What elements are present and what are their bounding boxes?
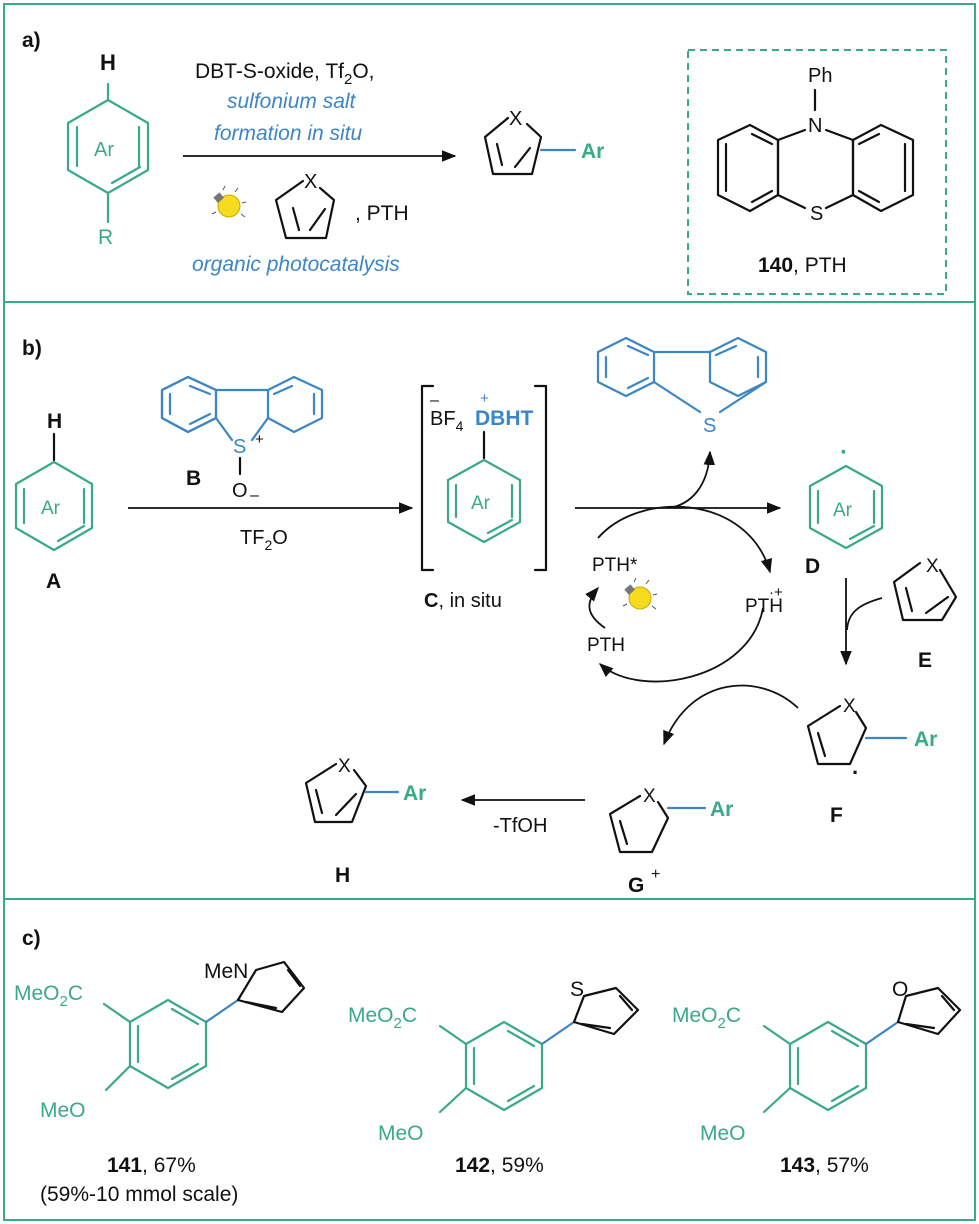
svg-text:MeO: MeO: [700, 1122, 746, 1145]
svg-text:(59%-10 mmol scale): (59%-10 mmol scale): [40, 1183, 238, 1206]
substrate-Ar: Ar: [94, 139, 114, 161]
svg-text:C, in situ: C, in situ: [424, 590, 502, 612]
svg-text:140, PTH: 140, PTH: [758, 254, 847, 277]
svg-text:B: B: [186, 467, 201, 490]
svg-text:MeO2C: MeO2C: [672, 1004, 741, 1032]
step-D-to-F: [840, 578, 883, 666]
svg-text:142, 59%: 142, 59%: [455, 1154, 544, 1177]
svg-text:Ar: Ar: [710, 798, 733, 821]
svg-text:MeO2C: MeO2C: [348, 1004, 417, 1032]
svg-text:MeO: MeO: [378, 1122, 424, 1145]
svg-text:BF4: BF4: [430, 408, 464, 434]
light-bulb-icon: [211, 185, 247, 218]
svg-text:F: F: [830, 804, 843, 827]
svg-text:Ar: Ar: [471, 493, 491, 514]
svg-text:143, 57%: 143, 57%: [780, 1154, 869, 1177]
dibenzothiophene: S: [596, 336, 768, 437]
svg-text:A: A: [46, 570, 61, 593]
svg-text:141, 67%: 141, 67%: [107, 1154, 196, 1177]
product-142: S MeO2C MeO 142, 59%: [348, 978, 640, 1177]
svg-text:H: H: [335, 864, 350, 887]
svg-text:+: +: [480, 390, 489, 407]
svg-text:PTH: PTH: [587, 635, 625, 656]
substrate-H: H: [100, 50, 116, 75]
svg-text:X: X: [643, 786, 656, 807]
svg-text:Ar: Ar: [914, 728, 937, 751]
svg-text:TF2O: TF2O: [240, 527, 288, 553]
svg-text:MeO: MeO: [40, 1099, 86, 1122]
catalyst-box: [687, 49, 947, 295]
svg-text:X: X: [509, 108, 522, 130]
svg-text:H: H: [47, 410, 62, 433]
reagent-line-1: DBT-S-oxide, Tf2O,: [195, 60, 375, 88]
svg-text:X: X: [338, 756, 351, 777]
svg-text:X: X: [843, 696, 856, 717]
svg-text:PTH*: PTH*: [592, 555, 638, 576]
step-C-to-D: [575, 450, 782, 514]
svg-text:Ar: Ar: [403, 782, 426, 805]
svg-text:S: S: [233, 436, 246, 458]
svg-text:·: ·: [840, 439, 848, 466]
photocatalytic-cycle: PTH* PTH PTH·+: [585, 505, 783, 683]
svg-text:X: X: [304, 171, 317, 193]
step-A-to-C: TF2O: [128, 502, 414, 553]
svg-text:G: G: [628, 874, 644, 897]
italic-line-1: sulfonium salt: [227, 90, 357, 113]
svg-text:Ar: Ar: [833, 500, 853, 521]
svg-text:DBHT: DBHT: [475, 407, 533, 430]
light-bulb-icon: [622, 577, 658, 610]
product-143: O MeO2C MeO 143, 57%: [672, 978, 962, 1177]
pth-label: , PTH: [355, 202, 409, 225]
compound-C: – BF4 + DBHT Ar C, in situ: [420, 384, 548, 612]
svg-text:–: –: [250, 487, 259, 504]
italic-line-3: organic photocatalysis: [192, 253, 400, 276]
panel-a-substrate: H Ar R: [66, 50, 150, 249]
panel-a-product: X Ar: [483, 108, 604, 176]
svg-text:E: E: [918, 649, 932, 672]
compound-A: H Ar A: [14, 410, 94, 593]
svg-text:PTH·+: PTH·+: [745, 584, 783, 617]
svg-text:Ar: Ar: [581, 140, 604, 163]
reagent-heterocycle: X: [274, 171, 336, 240]
svg-text:O: O: [892, 978, 908, 1001]
catalyst-140: Ph N S 140, PTH: [716, 65, 915, 277]
svg-text:MeO2C: MeO2C: [14, 982, 83, 1010]
svg-text:Ph: Ph: [808, 65, 832, 87]
italic-line-2: formation in situ: [214, 122, 363, 145]
panel-c-label: c): [22, 927, 41, 950]
svg-text:S: S: [810, 203, 823, 225]
svg-text:N: N: [808, 115, 822, 137]
compound-F: X Ar · F: [806, 696, 937, 827]
svg-text:O: O: [232, 480, 248, 502]
svg-text:MeN: MeN: [204, 960, 248, 983]
svg-text:+: +: [651, 866, 660, 883]
svg-text:·: ·: [852, 760, 859, 785]
substrate-R: R: [98, 226, 113, 249]
step-G-to-H: -TfOH: [460, 794, 585, 837]
svg-text:S: S: [703, 415, 716, 437]
compound-E: X E: [892, 556, 958, 672]
product-141: MeN MeO2C MeO 141, 67% (59%-10 mmol scal…: [14, 960, 306, 1206]
svg-text:S: S: [570, 978, 584, 1001]
compound-B: S + O – B: [160, 375, 324, 504]
panel-b-label: b): [22, 337, 42, 360]
svg-text:-TfOH: -TfOH: [493, 815, 547, 837]
compound-G: X Ar + G: [608, 786, 733, 897]
svg-text:–: –: [430, 392, 439, 409]
svg-text:D: D: [805, 555, 820, 578]
panel-a-conditions: DBT-S-oxide, Tf2O, sulfonium salt format…: [183, 60, 457, 276]
svg-text:X: X: [926, 556, 939, 577]
svg-text:Ar: Ar: [41, 498, 61, 519]
step-F-to-G: [663, 684, 799, 746]
compound-D: · Ar D: [805, 439, 884, 578]
panel-a-label: a): [22, 29, 41, 52]
panel-c-frame: [3, 898, 976, 1221]
compound-H: X Ar H: [304, 756, 426, 887]
svg-text:+: +: [255, 431, 264, 448]
